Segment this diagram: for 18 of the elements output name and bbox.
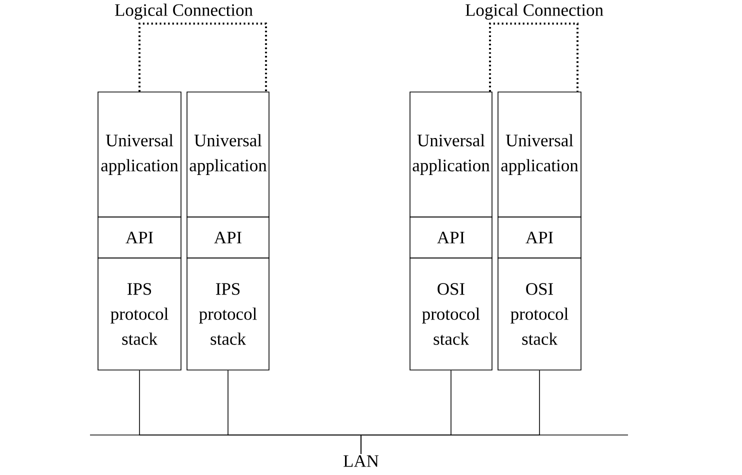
protocol-stack-box: IPS protocol stack	[186, 258, 270, 370]
api-box: API	[98, 216, 182, 258]
protocol-stack-box: OSI protocol stack	[498, 258, 582, 370]
application-box: Universal application	[186, 92, 270, 218]
dotted-connector	[489, 22, 578, 92]
api-box: API	[498, 216, 582, 258]
application-box: Universal application	[410, 92, 492, 218]
application-box: Universal application	[498, 92, 582, 218]
edge-label: Logical Connection	[115, 4, 253, 20]
edge-label: Logical Connection	[466, 4, 604, 20]
network-label: LAN	[344, 455, 379, 467]
connector	[360, 370, 540, 454]
api-box: API	[410, 216, 492, 258]
protocol-stack-box: OSI protocol stack	[410, 258, 492, 370]
protocol-stack-box: IPS protocol stack	[98, 258, 182, 370]
dotted-connector	[138, 22, 267, 92]
application-box: Universal application	[98, 92, 182, 218]
api-box: API	[186, 216, 270, 258]
